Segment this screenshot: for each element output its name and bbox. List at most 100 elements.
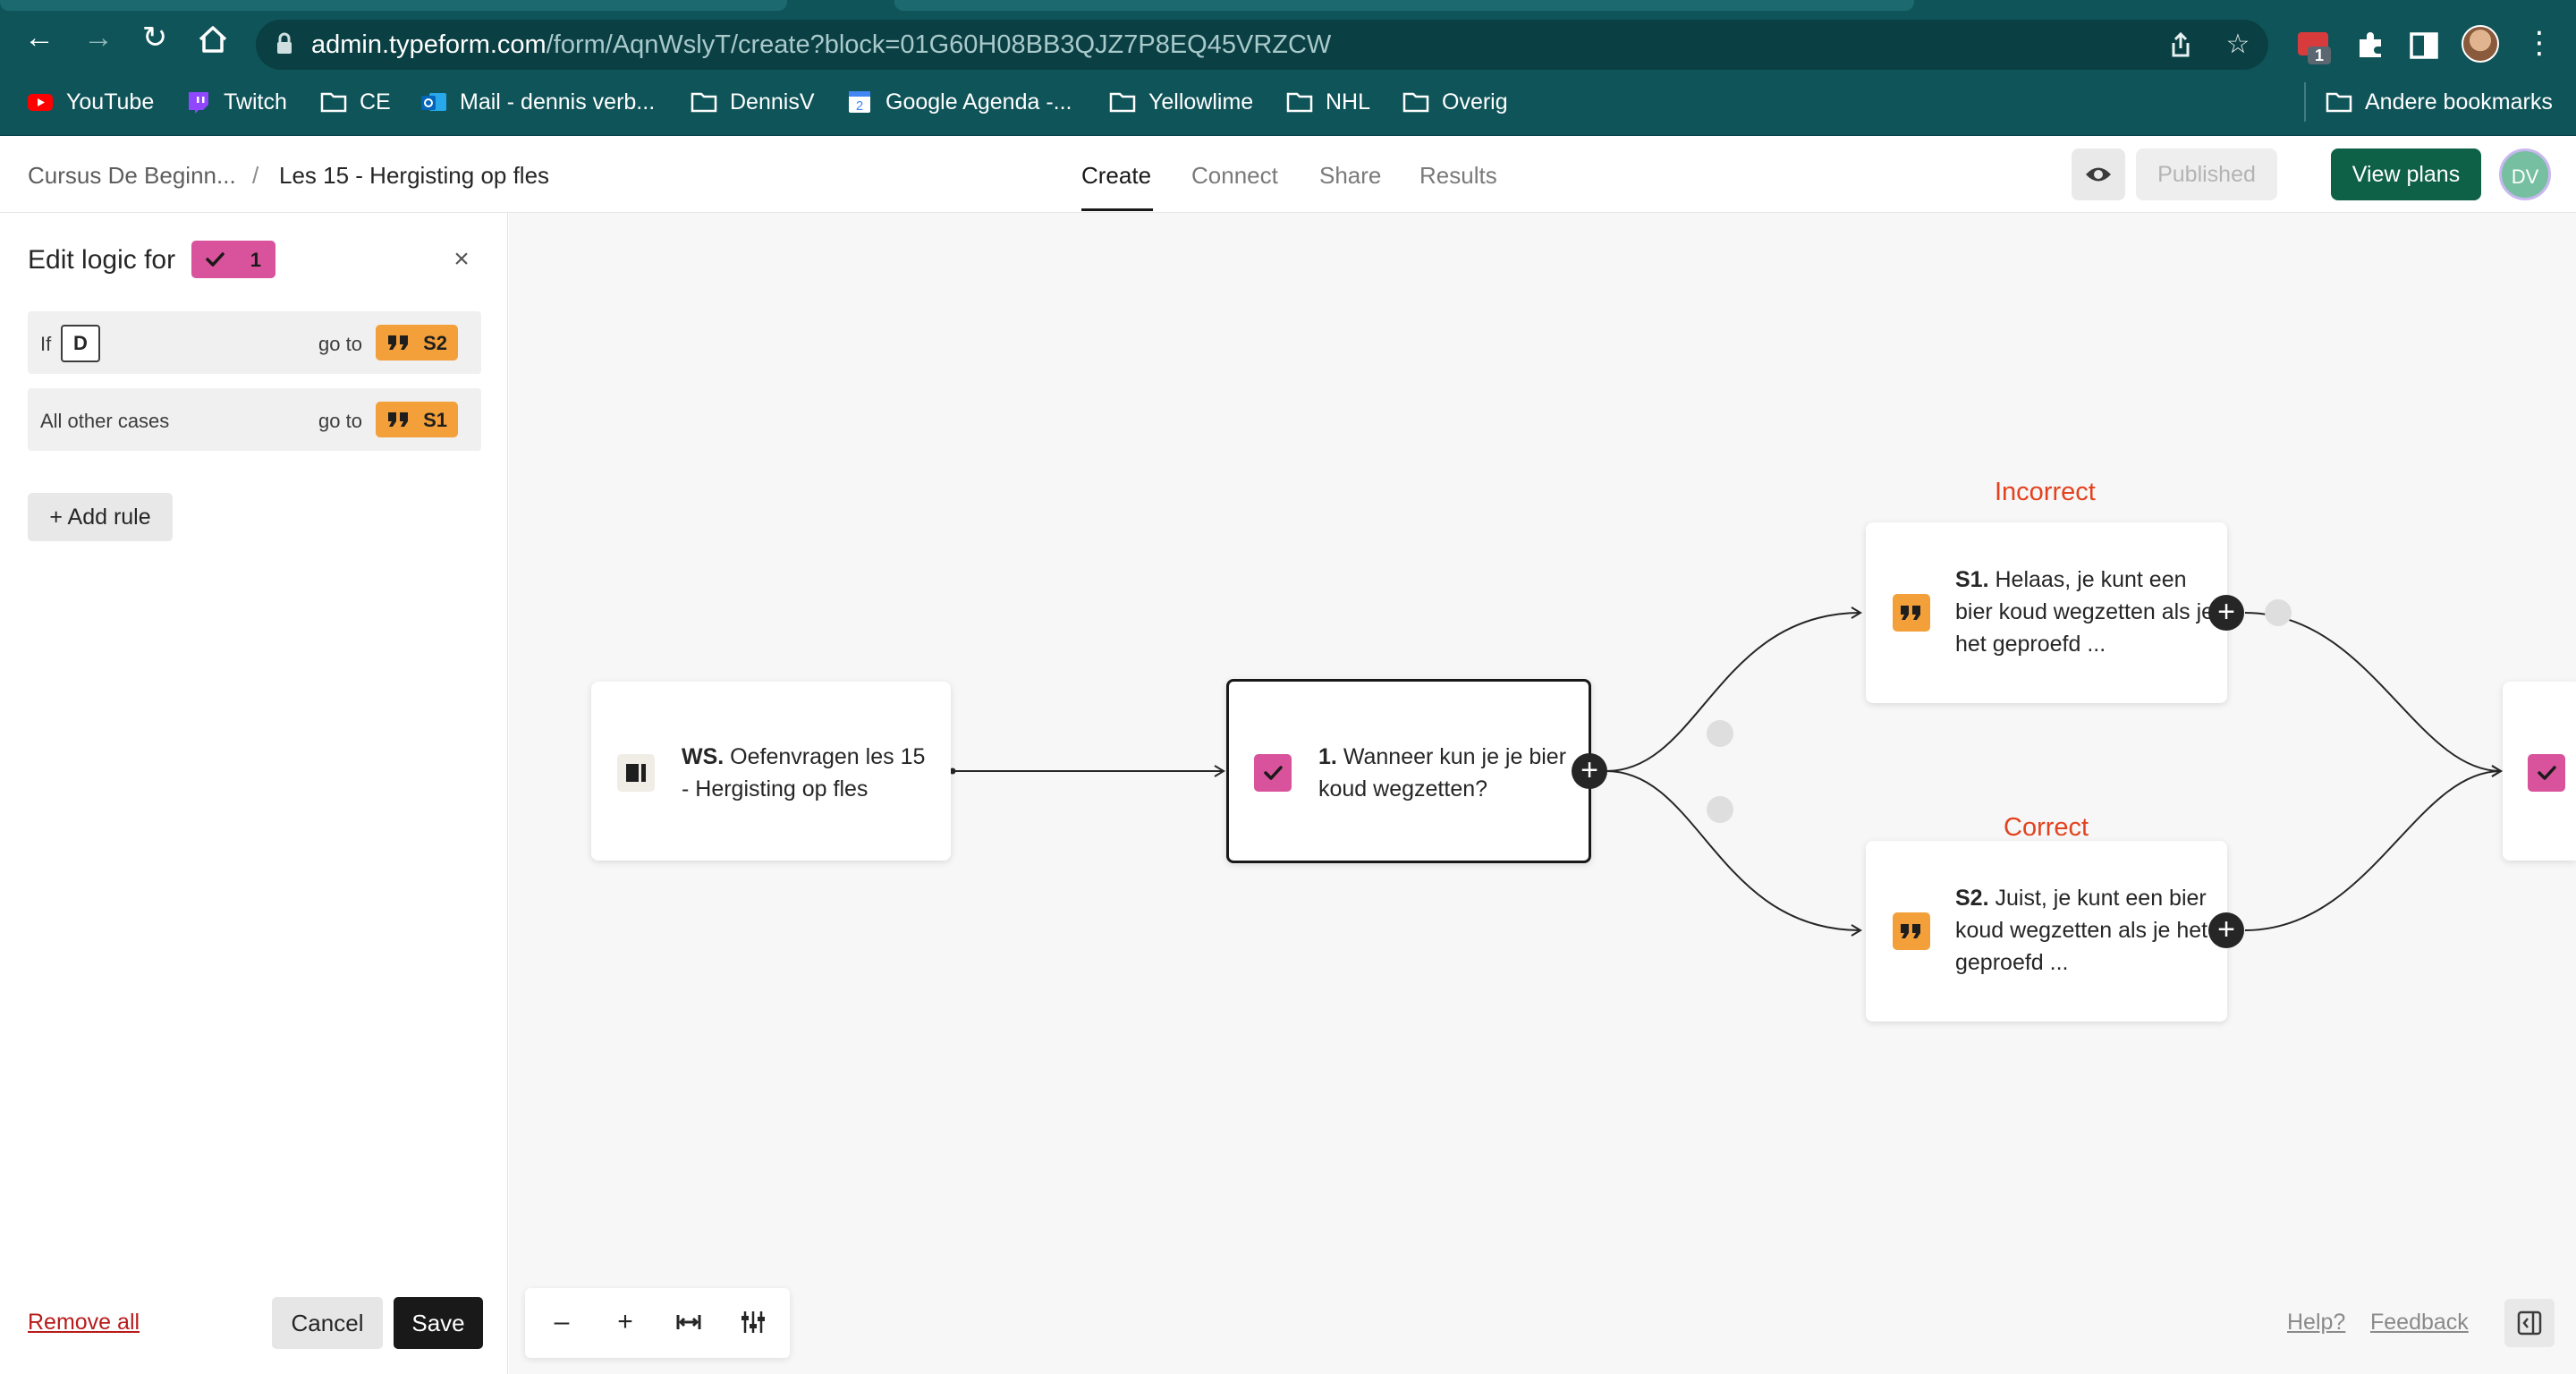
browser-tab[interactable] (894, 0, 1914, 11)
multiple-choice-icon (1254, 754, 1292, 792)
star-icon[interactable]: ☆ (2225, 30, 2250, 59)
welcome-node-text: WS. Oefenvragen les 15 - Hergisting op f… (682, 741, 932, 805)
quote-icon (1893, 912, 1930, 950)
node-ref: WS. (682, 744, 724, 769)
bookmark-label: YouTube (66, 89, 155, 114)
svg-text:2: 2 (856, 98, 863, 114)
node-ref: S2. (1955, 886, 1989, 911)
collapse-panel-icon[interactable] (2504, 1299, 2555, 1347)
add-rule-button[interactable]: + Add rule (28, 493, 173, 541)
bookmark-label: DennisV (730, 89, 815, 114)
branch-icon[interactable] (1707, 720, 1733, 747)
rule-choice[interactable]: D (61, 325, 100, 362)
bookmark-label: Google Agenda -... (886, 89, 1072, 114)
node-title: Juist, je kunt een bier koud wegzetten a… (1955, 886, 2208, 975)
reload-icon[interactable]: ↻ (141, 21, 168, 55)
tab-share[interactable]: Share (1319, 162, 1382, 189)
rule-target-badge[interactable]: S1 (376, 402, 458, 437)
tab-results[interactable]: Results (1419, 162, 1497, 189)
node-title: Helaas, je kunt een bier koud wegzetten … (1955, 567, 2215, 657)
bookmark-dennisv[interactable]: DennisV (691, 84, 815, 120)
url-host: admin.typeform.com (311, 30, 547, 59)
folder-icon (1109, 92, 1136, 113)
feedback-link[interactable]: Feedback (2370, 1310, 2469, 1335)
folder-icon (1402, 92, 1429, 113)
node-ref: 1. (1318, 744, 1337, 769)
add-branch-plus-icon[interactable]: + (1572, 753, 1607, 789)
home-icon[interactable] (193, 20, 233, 59)
cancel-button[interactable]: Cancel (272, 1297, 383, 1349)
zoom-out-button[interactable]: – (554, 1307, 570, 1336)
forward-icon[interactable]: → (83, 21, 114, 55)
extension-mail-icon[interactable]: 1 (2295, 27, 2331, 64)
panel-title: Edit logic for (28, 245, 176, 275)
checkmark-icon (206, 252, 225, 267)
branch-label-incorrect: Incorrect (1995, 478, 2096, 506)
puzzle-icon[interactable] (2352, 27, 2388, 63)
view-plans-button[interactable]: View plans (2331, 148, 2481, 200)
back-icon[interactable]: ← (24, 21, 55, 55)
bookmark-twitch[interactable]: Twitch (184, 84, 287, 120)
breadcrumb-workspace[interactable]: Cursus De Beginn... (28, 162, 236, 189)
settings-sliders-icon[interactable] (735, 1304, 771, 1340)
bookmark-label: Mail - dennis verb... (460, 89, 656, 114)
bookmark-mail[interactable]: Mail - dennis verb... (420, 84, 655, 120)
quote-icon (388, 412, 408, 427)
help-link[interactable]: Help? (2287, 1310, 2346, 1335)
user-avatar[interactable]: DV (2499, 148, 2551, 200)
quote-icon (1893, 594, 1930, 632)
rule-target-badge[interactable]: S2 (376, 325, 458, 360)
add-branch-plus-icon[interactable]: + (2208, 595, 2244, 631)
question-badge: 1 (191, 241, 275, 278)
preview-button[interactable] (2072, 148, 2125, 200)
zoom-in-button[interactable]: + (617, 1307, 633, 1336)
bookmark-yellowlime[interactable]: Yellowlime (1109, 84, 1253, 120)
bookmark-label: CE (360, 89, 391, 114)
browser-tab[interactable] (0, 0, 787, 11)
tab-create[interactable]: Create (1081, 162, 1152, 189)
outlook-icon (421, 93, 446, 111)
share-icon[interactable] (2163, 27, 2199, 63)
rule-goto-label: go to (318, 410, 362, 432)
node-ref: S1. (1955, 567, 1989, 592)
branch-icon[interactable] (1707, 796, 1733, 823)
welcome-screen-icon (617, 754, 655, 792)
bookmark-ce[interactable]: CE (320, 84, 391, 120)
fit-width-icon[interactable] (671, 1304, 707, 1340)
bookmark-youtube[interactable]: YouTube (27, 84, 154, 120)
twitch-icon (189, 92, 208, 114)
bookmark-label: NHL (1326, 89, 1371, 114)
side-panel-icon[interactable] (2406, 27, 2442, 63)
lock-icon[interactable] (275, 32, 293, 55)
rule-condition-label: All other cases (40, 410, 170, 432)
folder-icon (1286, 92, 1313, 113)
bookmark-google-agenda[interactable]: 2 Google Agenda -... (846, 84, 1072, 120)
quote-icon (388, 335, 408, 350)
save-button[interactable]: Save (394, 1297, 483, 1349)
question-badge-number: 1 (250, 249, 261, 271)
rule-goto-label: go to (318, 333, 362, 355)
tab-connect[interactable]: Connect (1191, 162, 1278, 189)
active-tab-indicator (1081, 208, 1153, 211)
other-bookmarks[interactable]: Andere bookmarks (2326, 84, 2553, 120)
close-icon[interactable]: × (453, 244, 470, 274)
bookmark-nhl[interactable]: NHL (1286, 84, 1370, 120)
youtube-icon (28, 94, 53, 111)
node-title: Oefenvragen les 15 - Hergisting op fles (682, 744, 926, 802)
address-bar[interactable] (256, 20, 2268, 70)
branch-label-correct: Correct (2004, 813, 2089, 842)
bookmark-label: Twitch (224, 89, 287, 114)
breadcrumb-form-title[interactable]: Les 15 - Hergisting op fles (279, 162, 550, 189)
remove-all-link[interactable]: Remove all (28, 1310, 140, 1335)
url-text[interactable]: admin.typeform.com/form/AqnWslyT/create?… (311, 27, 1331, 63)
multiple-choice-icon (2528, 754, 2565, 792)
bookmark-overig[interactable]: Overig (1402, 84, 1508, 120)
question-node-text: 1. Wanneer kun je je bier koud wegzetten… (1318, 741, 1578, 805)
add-branch-plus-icon[interactable]: + (2208, 912, 2244, 948)
folder-icon (2326, 92, 2352, 113)
profile-avatar[interactable] (2462, 25, 2499, 63)
branch-icon[interactable] (2265, 599, 2292, 626)
folder-icon (320, 92, 347, 113)
published-button[interactable]: Published (2136, 148, 2277, 200)
